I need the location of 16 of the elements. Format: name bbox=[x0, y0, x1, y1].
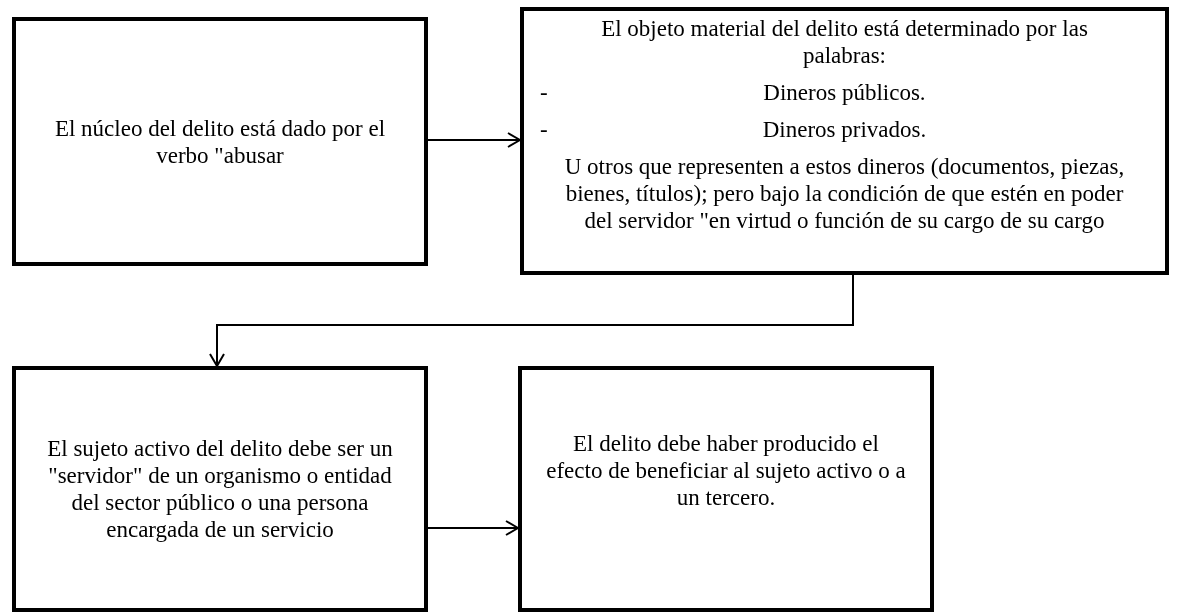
box-text: El sujeto activo del delito debe ser un "servidor" de un organismo o entidad del sector público o una persona encargada de un servicio bbox=[46, 435, 394, 543]
box-text: El núcleo del delito está dado por el verbo "abusar bbox=[53, 114, 387, 169]
bullet-dash: - bbox=[540, 116, 548, 143]
box-text: U otros que representen a estos dineros (documentos, piezas, bienes, títulos); pero bajo la condición de que estén en poder del servidor "en virtud o función de su cargo de su cargo bbox=[563, 153, 1126, 234]
arrow bbox=[427, 132, 521, 148]
text-box bbox=[518, 366, 934, 612]
box-text: Dineros privados. bbox=[761, 116, 928, 143]
box-text: Dineros públicos. bbox=[762, 79, 927, 106]
text-box bbox=[520, 7, 1169, 275]
box-text: El delito debe haber producido el efecto de beneficiar al sujeto activo o a un tercero. bbox=[546, 430, 906, 511]
bullet-dash: - bbox=[540, 79, 548, 106]
text-box bbox=[12, 366, 428, 612]
arrow bbox=[427, 520, 519, 536]
text-box bbox=[12, 17, 428, 266]
box-text: El objeto material del delito está determinado por las palabras: bbox=[600, 15, 1089, 69]
arrow bbox=[209, 274, 854, 367]
